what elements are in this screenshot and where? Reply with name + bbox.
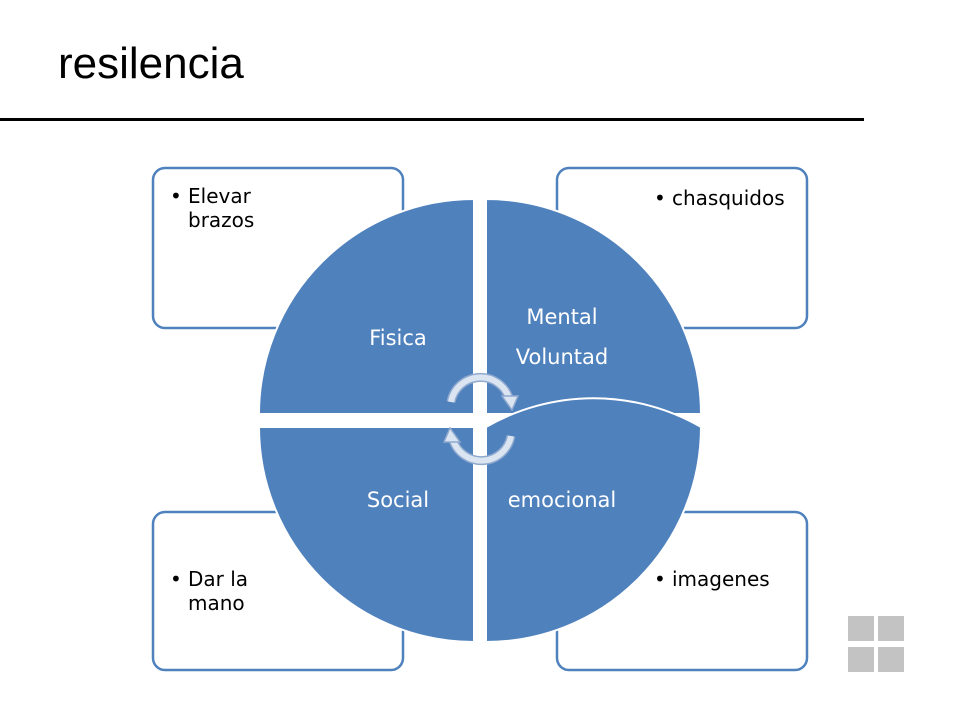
note-line: chasquidos xyxy=(672,186,785,210)
note-bottom-left: • Dar la mano xyxy=(170,567,249,615)
bullet-icon: • xyxy=(170,567,182,591)
note-top-right: • chasquidos xyxy=(654,186,785,210)
slide-title: resilencia xyxy=(58,39,244,88)
bullet-icon: • xyxy=(654,567,666,591)
note-line: Elevar xyxy=(188,184,251,208)
note-line: brazos xyxy=(188,208,255,232)
bullet-icon: • xyxy=(654,186,666,210)
layout-grid-icon xyxy=(848,616,904,672)
quadrant-label-fisica: Fisica xyxy=(369,326,427,350)
note-bottom-right: • imagenes xyxy=(654,567,770,591)
quadrant-label-emocional: emocional xyxy=(508,488,616,512)
cycle-arrows-icon xyxy=(442,372,520,466)
quadrant-fisica xyxy=(257,197,475,415)
note-top-left: • Elevar brazos xyxy=(170,184,255,232)
quadrant-social xyxy=(257,426,475,644)
quadrant-label-mental: Mental xyxy=(526,305,597,329)
quadrant-mental xyxy=(485,197,703,415)
quadrant-emocional xyxy=(485,397,703,644)
note-line: mano xyxy=(188,591,245,615)
quadrant-label-voluntad: Voluntad xyxy=(516,345,608,369)
quadrant-label-social: Social xyxy=(367,488,429,512)
title-underline xyxy=(0,118,864,121)
note-line: imagenes xyxy=(672,567,770,591)
note-line: Dar la xyxy=(188,567,249,591)
bullet-icon: • xyxy=(170,184,182,208)
